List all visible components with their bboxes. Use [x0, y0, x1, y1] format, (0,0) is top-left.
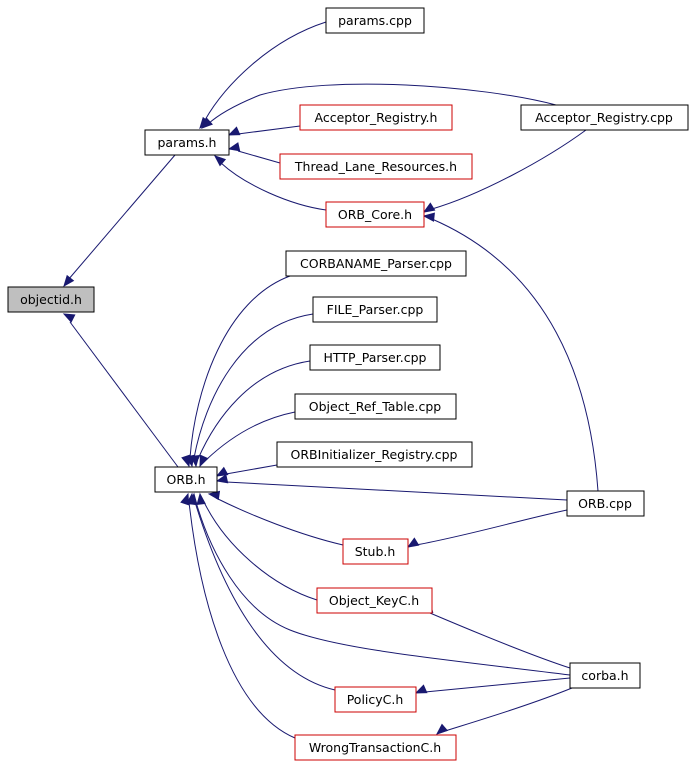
node-object-keyc-h[interactable]: Object_KeyC.h [316, 587, 433, 614]
node-label: params.h [158, 135, 217, 150]
node-thread-lane-resources-h[interactable]: Thread_Lane_Resources.h [279, 153, 473, 180]
edge-thread-lane-to-params-h [237, 150, 281, 164]
node-corba-h[interactable]: corba.h [569, 662, 641, 689]
node-stub-h[interactable]: Stub.h [342, 538, 409, 565]
edge-orb-core-to-params-h-arrowhead [213, 155, 227, 167]
node-label: WrongTransactionC.h [309, 740, 441, 755]
edge-orb-core-to-params-h [220, 162, 327, 211]
node-label: PolicyC.h [347, 692, 404, 707]
edge-acceptor-cpp-to-orb-core-arrowhead [422, 202, 436, 213]
node-label: Object_Ref_Table.cpp [309, 399, 442, 414]
edge-orb-cpp-to-orb-h [225, 481, 568, 501]
node-policyc-h[interactable]: PolicyC.h [334, 686, 417, 713]
edge-orbinitializer-to-orb-h-arrowhead [215, 466, 229, 477]
edge-wrongtransactionc-to-orb-h-arrowhead [180, 492, 190, 506]
edge-object-ref-table-to-orb-h [205, 411, 296, 461]
edge-file-parser-to-orb-h [193, 313, 314, 459]
edge-stub-h-to-orb-h-arrowhead [207, 490, 221, 501]
edge-corba-h-to-policyc-arrowhead [414, 684, 428, 694]
node-file-parser-cpp[interactable]: FILE_Parser.cpp [312, 296, 438, 323]
node-label: Acceptor_Registry.h [315, 110, 438, 125]
node-label: params.cpp [338, 13, 412, 28]
node-label: objectid.h [20, 292, 82, 307]
edge-orb-cpp-to-stub-h [415, 509, 568, 546]
node-label: ORB.h [167, 472, 206, 487]
node-orb-h[interactable]: ORB.h [154, 466, 218, 493]
edge-policyc-to-orb-h [194, 501, 336, 691]
edge-acceptor-h-to-params-h-arrowhead [227, 126, 241, 136]
node-orb-core-h[interactable]: ORB_Core.h [325, 201, 425, 228]
edge-orb-h-to-objectid-h [69, 321, 179, 468]
edge-orb-h-to-objectid-h-arrowhead [62, 313, 76, 323]
node-label: CORBANAME_Parser.cpp [300, 256, 452, 271]
edge-acceptor-cpp-to-orb-core [431, 129, 587, 210]
node-label: ORB_Core.h [338, 207, 412, 222]
node-object-ref-table-cpp[interactable]: Object_Ref_Table.cpp [294, 393, 457, 420]
edge-corba-h-to-object-keyc [429, 612, 571, 669]
node-acceptor-registry-h[interactable]: Acceptor_Registry.h [299, 104, 453, 131]
edge-params-cpp-to-params-h [204, 21, 327, 121]
node-wrongtransactionc-h[interactable]: WrongTransactionC.h [294, 734, 457, 761]
node-label: ORBInitializer_Registry.cpp [291, 447, 458, 462]
node-label: FILE_Parser.cpp [327, 302, 424, 317]
edge-corba-h-to-policyc [424, 677, 571, 693]
node-acceptor-registry-cpp[interactable]: Acceptor_Registry.cpp [520, 104, 689, 131]
edge-params-h-to-objectid-h [67, 154, 176, 281]
edge-http-parser-to-orb-h-arrowhead [190, 455, 200, 468]
edge-object-keyc-to-orb-h-arrowhead [196, 492, 206, 505]
edge-wrongtransactionc-to-orb-h [188, 501, 296, 739]
edge-acceptor-h-to-params-h [237, 125, 301, 135]
edge-corbaname-to-orb-h [189, 275, 291, 459]
edge-corba-h-to-orb-h [195, 501, 571, 676]
edge-corba-h-to-wrongtransactionc [444, 687, 573, 732]
node-label: corba.h [581, 668, 628, 683]
edge-acceptor-cpp-to-params-h-arrowhead [200, 117, 213, 129]
edge-orb-cpp-to-orb-core-arrowhead [422, 212, 435, 222]
edge-orb-cpp-to-stub-h-arrowhead [406, 537, 420, 548]
edge-object-keyc-to-orb-h [203, 501, 318, 601]
node-label: ORB.cpp [578, 496, 632, 511]
edge-thread-lane-to-params-h-arrowhead [227, 142, 241, 152]
node-label: Acceptor_Registry.cpp [535, 110, 673, 125]
node-http-parser-cpp[interactable]: HTTP_Parser.cpp [309, 344, 441, 371]
edge-corba-h-to-wrongtransactionc-arrowhead [435, 723, 449, 735]
node-label: Object_KeyC.h [329, 593, 419, 608]
edge-http-parser-to-orb-h [197, 360, 311, 460]
edge-stub-h-to-orb-h [215, 497, 344, 546]
node-label: Thread_Lane_Resources.h [294, 159, 457, 174]
node-objectid-h[interactable]: objectid.h [7, 286, 95, 313]
edge-orb-cpp-to-orb-h-arrowhead [215, 474, 229, 484]
node-label: HTTP_Parser.cpp [324, 350, 427, 365]
node-orbinitializer-registry-cpp[interactable]: ORBInitializer_Registry.cpp [276, 441, 473, 468]
node-params-h[interactable]: params.h [144, 129, 230, 156]
edge-object-ref-table-to-orb-h-arrowhead [199, 454, 209, 468]
node-params-cpp[interactable]: params.cpp [325, 7, 425, 34]
edge-params-h-to-objectid-h-arrowhead [63, 274, 75, 288]
node-corbaname-parser-cpp[interactable]: CORBANAME_Parser.cpp [285, 250, 467, 277]
node-orb-cpp[interactable]: ORB.cpp [566, 490, 645, 517]
edge-acceptor-cpp-to-params-h [207, 83, 557, 125]
node-label: Stub.h [355, 544, 396, 559]
edge-orbinitializer-to-orb-h [225, 464, 278, 475]
edge-orb-cpp-to-orb-core [431, 218, 599, 492]
